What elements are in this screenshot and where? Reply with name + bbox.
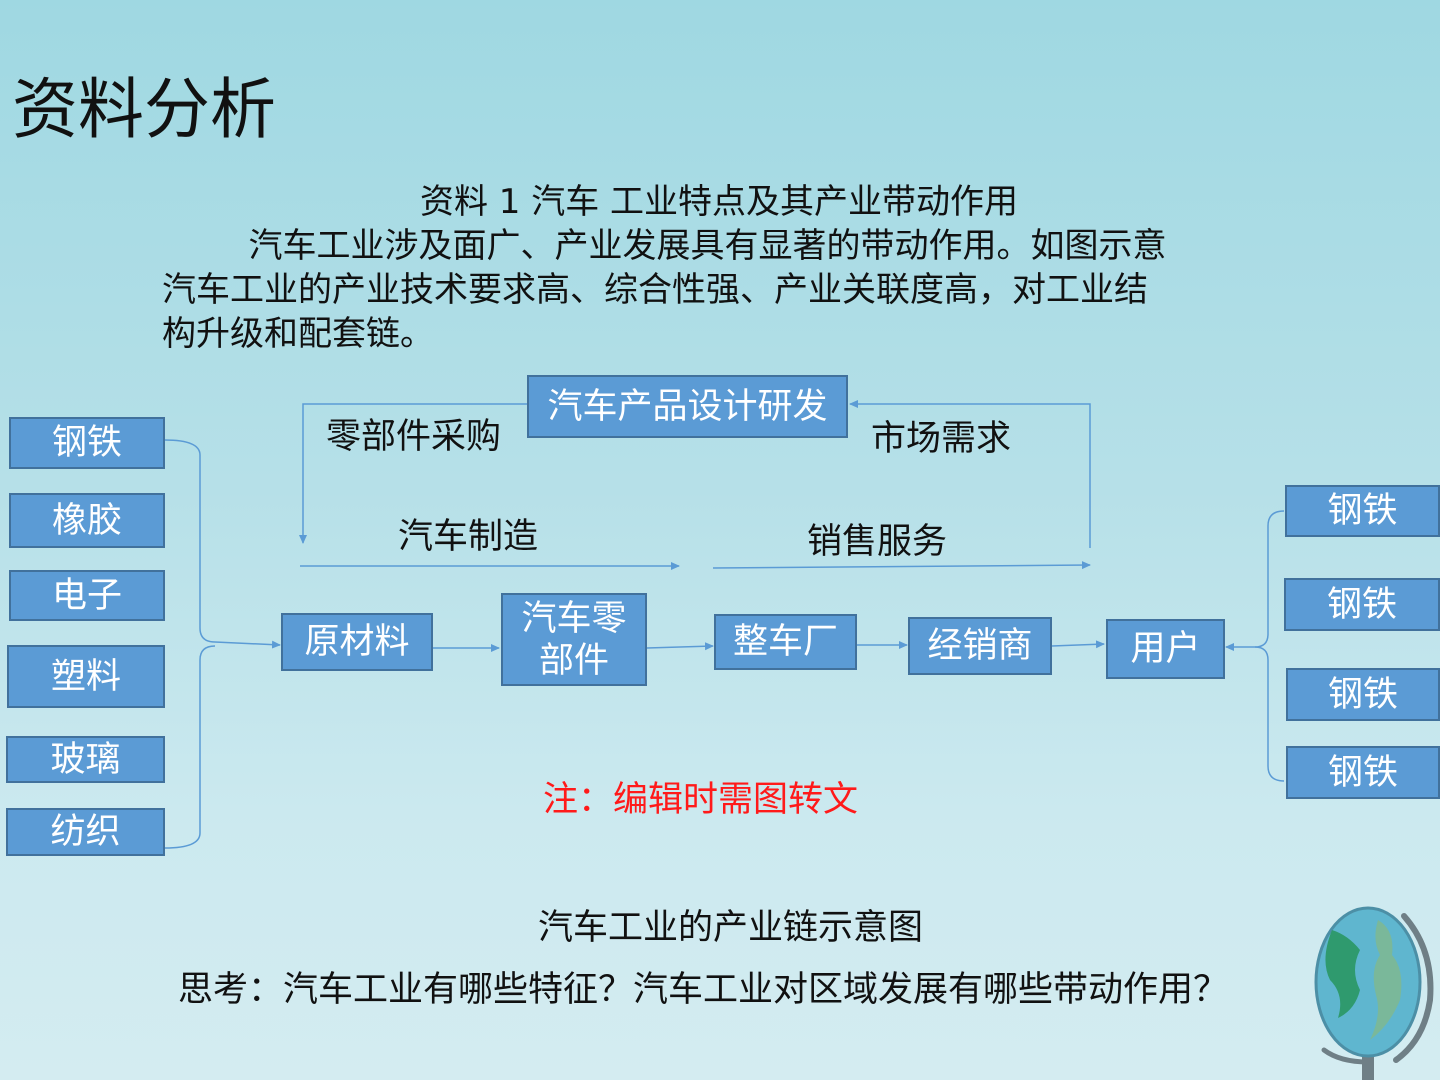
arrow-market-demand (849, 400, 1091, 548)
left-input-glass: 玻璃 (6, 736, 165, 783)
left-input-plastics: 塑料 (7, 645, 165, 708)
right-input-2: 钢铁 (1284, 578, 1440, 631)
chain-assembly-plant: 整车厂 (714, 614, 857, 670)
editor-note: 注：编辑时需图转文 (543, 780, 859, 820)
box-label: 钢铁 (1327, 674, 1398, 715)
left-bracket-bottom (164, 645, 216, 849)
right-bracket-bottom (1254, 646, 1285, 782)
label-manufacturing: 汽车制造 (398, 517, 539, 557)
right-input-4: 钢铁 (1286, 746, 1440, 799)
paragraph-line: 汽车工业的产业技术要求高、综合性强、产业关联度高，对工业结 (162, 270, 1148, 310)
box-label: 钢铁 (1327, 752, 1398, 793)
box-label: 塑料 (50, 656, 121, 697)
box-label: 用户 (1130, 629, 1201, 669)
box-label: 电子 (51, 575, 122, 616)
left-bracket-top (164, 439, 281, 649)
globe-icon (1314, 906, 1434, 1080)
discussion-question: 思考：汽车工业有哪些特征？汽车工业对区域发展有哪些带动作用？ (178, 970, 1229, 1010)
left-input-textile: 纺织 (6, 808, 165, 856)
design-rd-box: 汽车产品设计研发 (527, 375, 848, 438)
box-label: 钢铁 (1327, 491, 1398, 531)
label-procurement: 零部件采购 (326, 417, 502, 457)
material-subtitle: 资料 1 汽车 工业特点及其产业带动作用 (420, 182, 1019, 222)
page-title: 资料分析 (12, 71, 276, 148)
paragraph-line: 汽车工业涉及面广、产业发展具有显著的带动作用。如图示意 (162, 226, 1167, 266)
chain-dealer: 经销商 (908, 617, 1052, 675)
arrow-dealer-to-user (1051, 640, 1105, 649)
left-input-electronics: 电子 (9, 570, 165, 621)
label-sales-service: 销售服务 (807, 522, 948, 562)
diagram-caption: 汽车工业的产业链示意图 (538, 908, 924, 948)
box-label: 原材料 (304, 622, 410, 662)
box-label: 玻璃 (50, 739, 121, 780)
chain-user: 用户 (1106, 619, 1225, 679)
box-label: 整车厂 (732, 622, 838, 662)
paragraph-line: 构升级和配套链。 (162, 314, 434, 354)
arrow-sales (712, 561, 1091, 570)
box-label: 纺织 (50, 812, 121, 852)
right-bracket-top (1225, 510, 1285, 651)
left-input-steel: 钢铁 (9, 417, 165, 469)
material-paragraph: 汽车工业涉及面广、产业发展具有显著的带动作用。如图示意 汽车工业的产业技术要求高… (162, 224, 1252, 356)
chain-raw-materials: 原材料 (281, 613, 433, 671)
box-label: 汽车零部件 (521, 598, 627, 681)
right-input-3: 钢铁 (1286, 668, 1440, 721)
box-label: 钢铁 (51, 423, 122, 463)
arrow-parts-to-factory (646, 642, 714, 651)
box-label: 橡胶 (51, 500, 122, 541)
label-market-demand: 市场需求 (871, 419, 1012, 459)
arrow-procurement (299, 403, 527, 544)
box-label: 经销商 (927, 626, 1033, 666)
left-input-rubber: 橡胶 (9, 493, 165, 548)
box-label: 汽车产品设计研发 (547, 386, 828, 427)
chain-auto-parts: 汽车零部件 (501, 593, 647, 686)
right-input-1: 钢铁 (1285, 485, 1440, 537)
box-label: 钢铁 (1326, 584, 1397, 625)
